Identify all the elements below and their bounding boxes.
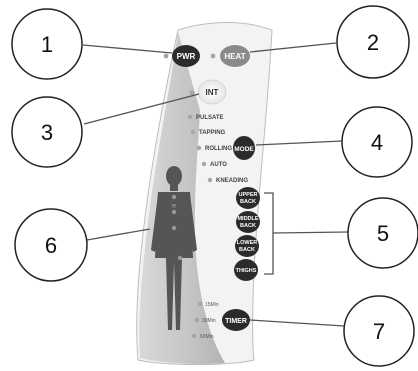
upper-back-label-line2: BACK xyxy=(240,199,256,205)
lower-back-button[interactable]: LOWER BACK xyxy=(235,235,259,257)
mode-button-label: MODE xyxy=(234,146,254,153)
middle-back-button[interactable]: MIDDLE BACK xyxy=(236,211,260,233)
callout-1-label: 1 xyxy=(41,32,53,57)
callout-6-label: 6 xyxy=(45,233,57,258)
middle-back-label-line2: BACK xyxy=(240,223,256,229)
callout-7: 7 xyxy=(344,296,414,366)
middle-back-label-line1: MIDDLE xyxy=(237,216,258,222)
mode-label-kneading: KNEADING xyxy=(216,178,248,184)
callout-5: 5 xyxy=(348,198,418,268)
callout-6: 6 xyxy=(15,209,87,281)
mode-button[interactable]: MODE xyxy=(233,136,255,160)
timer-button-label: TIMER xyxy=(225,318,247,325)
upper-back-label-line1: UPPER xyxy=(239,192,258,198)
timer-label-30: 30Min xyxy=(202,318,216,324)
callout-5-label: 5 xyxy=(377,221,389,246)
callout-2: 2 xyxy=(337,6,409,78)
lower-back-label-line2: BACK xyxy=(239,247,255,253)
pwr-button-label: PWR xyxy=(177,52,196,61)
upper-back-button[interactable]: UPPER BACK xyxy=(236,187,260,209)
mode-label-auto: AUTO xyxy=(210,162,227,168)
heat-symbol-icon: ≋ xyxy=(171,203,177,210)
callout-2-label: 2 xyxy=(367,30,379,55)
int-button-label: INT xyxy=(206,88,219,97)
thighs-button[interactable]: THIGHS xyxy=(234,259,258,281)
thighs-button-label: THIGHS xyxy=(236,268,257,274)
int-button[interactable]: INT xyxy=(198,80,226,104)
timer-label-15: 15Min xyxy=(205,302,219,308)
heat-button-label: HEAT xyxy=(224,52,245,61)
callout-7-label: 7 xyxy=(373,319,385,344)
callout-4: 4 xyxy=(342,107,412,177)
callout-1: 1 xyxy=(12,9,82,79)
pwr-button[interactable]: PWR xyxy=(172,45,200,67)
mode-label-rolling: ROLLING xyxy=(205,146,232,152)
callout-3-label: 3 xyxy=(41,120,53,145)
lower-back-label-line1: LOWER xyxy=(237,240,257,246)
callout-4-label: 4 xyxy=(371,130,383,155)
timer-label-60: 60Min xyxy=(200,334,214,340)
timer-button[interactable]: TIMER xyxy=(222,309,250,331)
callout-3: 3 xyxy=(12,97,82,167)
mode-label-pulsate: PULSATE xyxy=(196,115,224,121)
heat-button[interactable]: HEAT xyxy=(220,45,250,67)
mode-label-tapping: TAPPING xyxy=(199,130,226,136)
